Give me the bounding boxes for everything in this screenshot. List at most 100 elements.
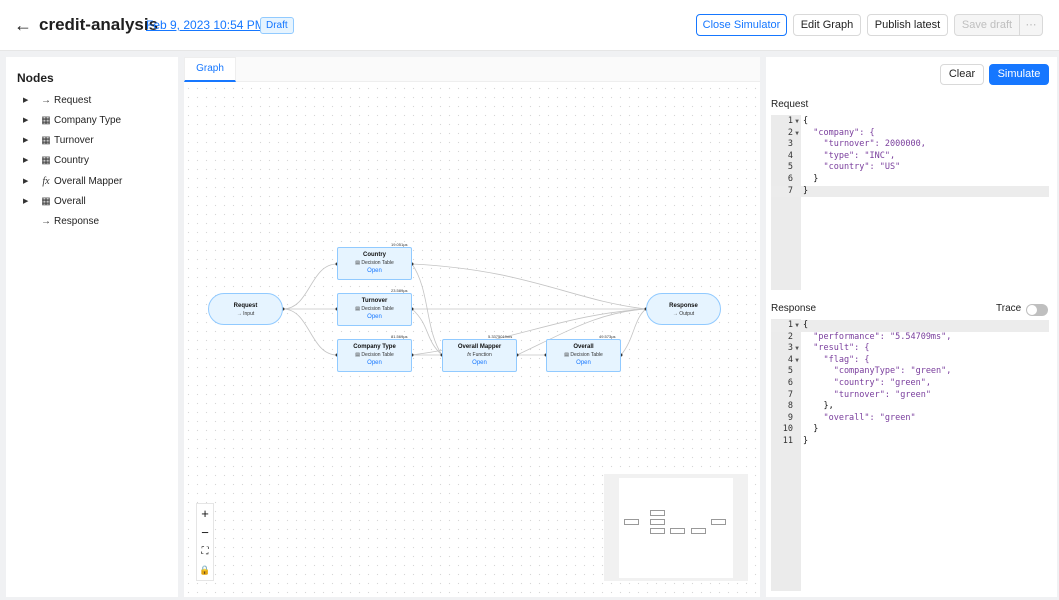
simulator-panel: Clear Simulate Request 1▼{ 2▼ "company":… — [766, 57, 1057, 597]
minimap-node — [670, 528, 685, 534]
graph-node-company-type[interactable]: Company Type ▤ Decision Table Open — [337, 339, 412, 372]
node-item-label: Turnover — [54, 132, 94, 150]
node-item-label: Overall — [54, 193, 86, 211]
edit-graph-button[interactable]: Edit Graph — [793, 14, 861, 36]
open-link[interactable]: Open — [443, 359, 516, 367]
minimap-node — [650, 510, 665, 516]
graph-node-overall[interactable]: Overall ▤ Decision Table Open — [546, 339, 621, 372]
graph-node-title: Overall Mapper — [443, 343, 516, 351]
graph-node-title: Response — [647, 302, 720, 310]
graph-node-subtitle: Decision Table — [361, 306, 393, 312]
node-item-overall[interactable]: ▶ ▦ Overall — [20, 193, 170, 211]
graph-node-title: Overall — [547, 343, 620, 351]
code-line: 4 "type": "INC", — [771, 151, 1049, 163]
open-link[interactable]: Open — [338, 313, 411, 321]
clear-button[interactable]: Clear — [940, 64, 984, 85]
node-item-country[interactable]: ▶ ▦ Country — [20, 152, 170, 170]
node-item-turnover[interactable]: ▶ ▦ Turnover — [20, 132, 170, 150]
node-item-label: Response — [54, 213, 99, 231]
table-icon: ▦ — [40, 112, 52, 130]
graph-node-title: Company Type — [338, 343, 411, 351]
response-editor[interactable]: 1▼{ 2 "performance": "5.54709ms", 3▼ "re… — [771, 319, 1049, 591]
code-line: 3 "turnover": 2000000, — [771, 139, 1049, 151]
arrow-right-icon: → — [40, 213, 52, 231]
caret-right-icon[interactable]: ▶ — [23, 193, 28, 211]
page-title: credit-analysis — [39, 14, 158, 36]
code-line: 7 "turnover": "green" — [771, 390, 1049, 402]
graph-node-subtitle: Input — [243, 311, 254, 317]
minimap[interactable] — [604, 474, 748, 581]
minimap-node — [624, 519, 639, 525]
graph-node-subtitle: Decision Table — [570, 352, 602, 358]
graph-tab-bar: Graph — [184, 57, 760, 82]
trace-label: Trace — [996, 303, 1021, 314]
code-line: 9 "overall": "green" — [771, 413, 1049, 425]
fold-arrow-icon: ▼ — [793, 128, 801, 140]
more-options-button[interactable]: ⋯ — [1019, 14, 1043, 36]
nodes-panel-title: Nodes — [17, 71, 54, 85]
graph-node-title: Request — [209, 302, 282, 310]
trace-toggle[interactable] — [1026, 304, 1048, 316]
open-link[interactable]: Open — [547, 359, 620, 367]
code-line-active: 7} — [771, 186, 1049, 198]
node-item-company-type[interactable]: ▶ ▦ Company Type — [20, 112, 170, 130]
nodes-panel: Nodes ▶ → Request ▶ ▦ Company Type ▶ ▦ T… — [6, 57, 178, 597]
zoom-controls: + − ⛶ 🔒 — [196, 503, 214, 581]
node-item-request[interactable]: ▶ → Request — [20, 92, 170, 110]
code-line: 4▼ "flag": { — [771, 355, 1049, 367]
node-item-label: Country — [54, 152, 89, 170]
graph-node-subtitle: Output — [679, 311, 694, 317]
graph-node-request[interactable]: Request → Input — [208, 293, 283, 325]
graph-node-response[interactable]: Response → Output — [646, 293, 721, 325]
function-icon: fx — [40, 173, 52, 191]
status-badge: Draft — [260, 17, 294, 34]
code-line: 2 "performance": "5.54709ms", — [771, 332, 1049, 344]
fold-arrow-icon: ▼ — [793, 343, 801, 355]
code-line: 6 "country": "green", — [771, 378, 1049, 390]
node-item-label: Overall Mapper — [54, 173, 122, 191]
open-link[interactable]: Open — [338, 267, 411, 275]
request-label: Request — [771, 99, 808, 110]
node-item-overall-mapper[interactable]: ▶ fx Overall Mapper — [20, 173, 170, 191]
code-line: 5 "country": "US" — [771, 162, 1049, 174]
code-line: 5 "companyType": "green", — [771, 366, 1049, 378]
fit-view-icon[interactable]: ⛶ — [197, 542, 213, 561]
node-item-response[interactable]: → Response — [20, 213, 170, 231]
code-line: 3▼ "result": { — [771, 343, 1049, 355]
code-line: 6 } — [771, 174, 1049, 186]
caret-right-icon[interactable]: ▶ — [23, 92, 28, 110]
request-editor[interactable]: 1▼{ 2▼ "company": { 3 "turnover": 200000… — [771, 115, 1049, 290]
publish-latest-button[interactable]: Publish latest — [867, 14, 948, 36]
caret-right-icon[interactable]: ▶ — [23, 173, 28, 191]
code-line: 8 }, — [771, 401, 1049, 413]
node-item-label: Company Type — [54, 112, 121, 130]
back-arrow-icon[interactable]: ← — [14, 14, 32, 36]
graph-node-overall-mapper[interactable]: Overall Mapper fx Function Open — [442, 339, 517, 372]
caret-right-icon[interactable]: ▶ — [23, 132, 28, 150]
response-label: Response — [771, 303, 816, 314]
minimap-node — [691, 528, 706, 534]
lock-icon[interactable]: 🔒 — [197, 561, 213, 580]
table-icon: ▦ — [40, 132, 52, 150]
save-draft-button[interactable]: Save draft — [954, 14, 1020, 36]
graph-node-title: Turnover — [338, 297, 411, 305]
minimap-viewport — [619, 478, 733, 578]
node-item-label: Request — [54, 92, 91, 110]
minimap-node — [711, 519, 726, 525]
zoom-out-button[interactable]: − — [197, 523, 213, 542]
graph-node-country[interactable]: Country ▤ Decision Table Open — [337, 247, 412, 280]
zoom-in-button[interactable]: + — [197, 504, 213, 523]
graph-node-subtitle: Decision Table — [361, 352, 393, 358]
code-line: 10 } — [771, 424, 1049, 436]
close-simulator-button[interactable]: Close Simulator — [696, 14, 787, 36]
simulate-button[interactable]: Simulate — [989, 64, 1049, 85]
graph-node-turnover[interactable]: Turnover ▤ Decision Table Open — [337, 293, 412, 326]
caret-right-icon[interactable]: ▶ — [23, 152, 28, 170]
tab-graph[interactable]: Graph — [184, 57, 236, 82]
code-line: 2▼ "company": { — [771, 128, 1049, 140]
version-date-link[interactable]: Feb 9, 2023 10:54 PM — [146, 18, 265, 32]
open-link[interactable]: Open — [338, 359, 411, 367]
graph-node-title: Country — [338, 251, 411, 259]
fold-arrow-icon: ▼ — [793, 116, 801, 128]
caret-right-icon[interactable]: ▶ — [23, 112, 28, 130]
